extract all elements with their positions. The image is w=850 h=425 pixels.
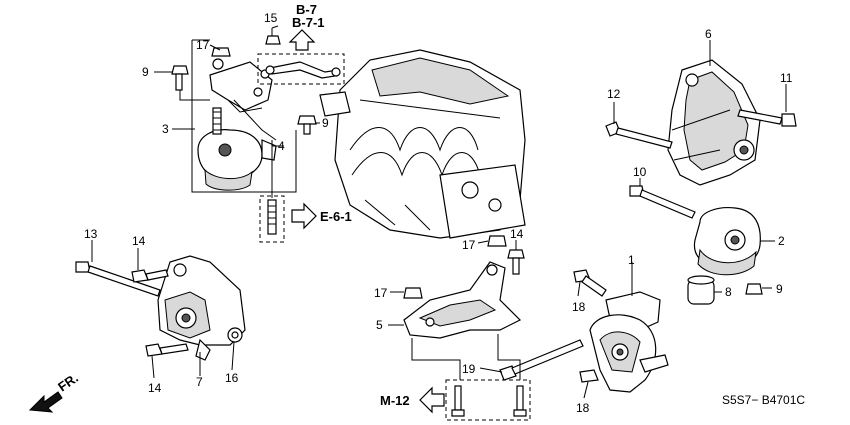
mount-7 <box>157 255 246 361</box>
arrow-right-e61 <box>291 202 317 230</box>
nut-16 <box>227 327 243 343</box>
bolt-19 <box>499 339 584 381</box>
diagram-code: S5S7− B4701C <box>722 393 805 407</box>
callout-14-top-left: 14 <box>132 234 146 248</box>
bolt-9-right <box>745 283 763 295</box>
reference-labels: B-7 B-7-1 E-6-1 M-12 FR. S5S7− B4701C <box>55 2 805 408</box>
callout-9-left: 9 <box>142 65 149 79</box>
callout-4: 4 <box>278 139 285 153</box>
ref-m12: M-12 <box>380 393 410 408</box>
engine-illustration <box>319 49 526 239</box>
bolt-10 <box>629 185 696 219</box>
bracket-5 <box>403 261 522 339</box>
callout-18-top: 18 <box>572 300 586 314</box>
callout-6: 6 <box>705 27 712 41</box>
mount-3-assembly <box>191 39 297 193</box>
callout-12: 12 <box>607 87 621 101</box>
bushing-8 <box>687 275 715 305</box>
callout-14-center: 14 <box>510 227 524 241</box>
bolt-14-bottom-left <box>145 343 189 357</box>
callout-16: 16 <box>225 371 239 385</box>
bolt-18-bottom <box>579 369 599 383</box>
callout-17-bottom: 17 <box>374 286 388 300</box>
callout-11: 11 <box>780 71 793 85</box>
callout-17-top: 17 <box>196 38 210 52</box>
stud-4 <box>259 140 285 243</box>
bolts-m12-group <box>411 334 531 421</box>
bolt-14-center <box>507 249 525 275</box>
bolt-18-top <box>573 269 607 297</box>
callout-14-bottom-left: 14 <box>148 381 162 395</box>
front-arrow <box>28 391 63 413</box>
mount-2 <box>693 207 761 276</box>
bolt-17-center <box>487 235 507 247</box>
arrow-left-m12 <box>419 386 445 414</box>
ref-b7-1: B-7-1 <box>292 15 325 30</box>
callout-1: 1 <box>628 253 635 267</box>
leader-lines <box>91 25 787 399</box>
callout-9-right: 9 <box>776 282 783 296</box>
mount-1 <box>589 291 669 393</box>
bolt-17-bottom <box>403 287 423 299</box>
callout-9-center: 9 <box>322 116 329 130</box>
bolt-9-left <box>171 65 210 101</box>
mount-6 <box>667 59 761 186</box>
callout-3: 3 <box>162 122 169 136</box>
callout-2: 2 <box>778 234 785 248</box>
callout-7: 7 <box>196 375 203 389</box>
bolt-11 <box>737 109 797 127</box>
arrow-up-b7 <box>288 29 316 51</box>
front-label: FR. <box>55 370 81 394</box>
callout-10: 10 <box>633 165 647 179</box>
callout-15: 15 <box>264 11 278 25</box>
bolt-17-top <box>211 47 231 57</box>
bolt-14-top-left <box>131 269 169 283</box>
callout-17-center: 17 <box>462 238 476 252</box>
bolt-9-center <box>297 115 317 135</box>
ref-e6-1: E-6-1 <box>320 209 352 224</box>
bolt-12 <box>605 121 673 149</box>
callout-18-bottom: 18 <box>576 401 590 415</box>
ref-b7: B-7 <box>296 2 317 17</box>
callout-8: 8 <box>725 285 732 299</box>
callout-19: 19 <box>462 362 476 376</box>
callout-13: 13 <box>84 227 98 241</box>
callout-labels: 1 2 3 4 5 6 7 8 9 9 9 10 11 12 13 14 14 … <box>84 11 793 415</box>
ground-strap-group <box>257 28 345 85</box>
callout-5: 5 <box>376 318 383 332</box>
